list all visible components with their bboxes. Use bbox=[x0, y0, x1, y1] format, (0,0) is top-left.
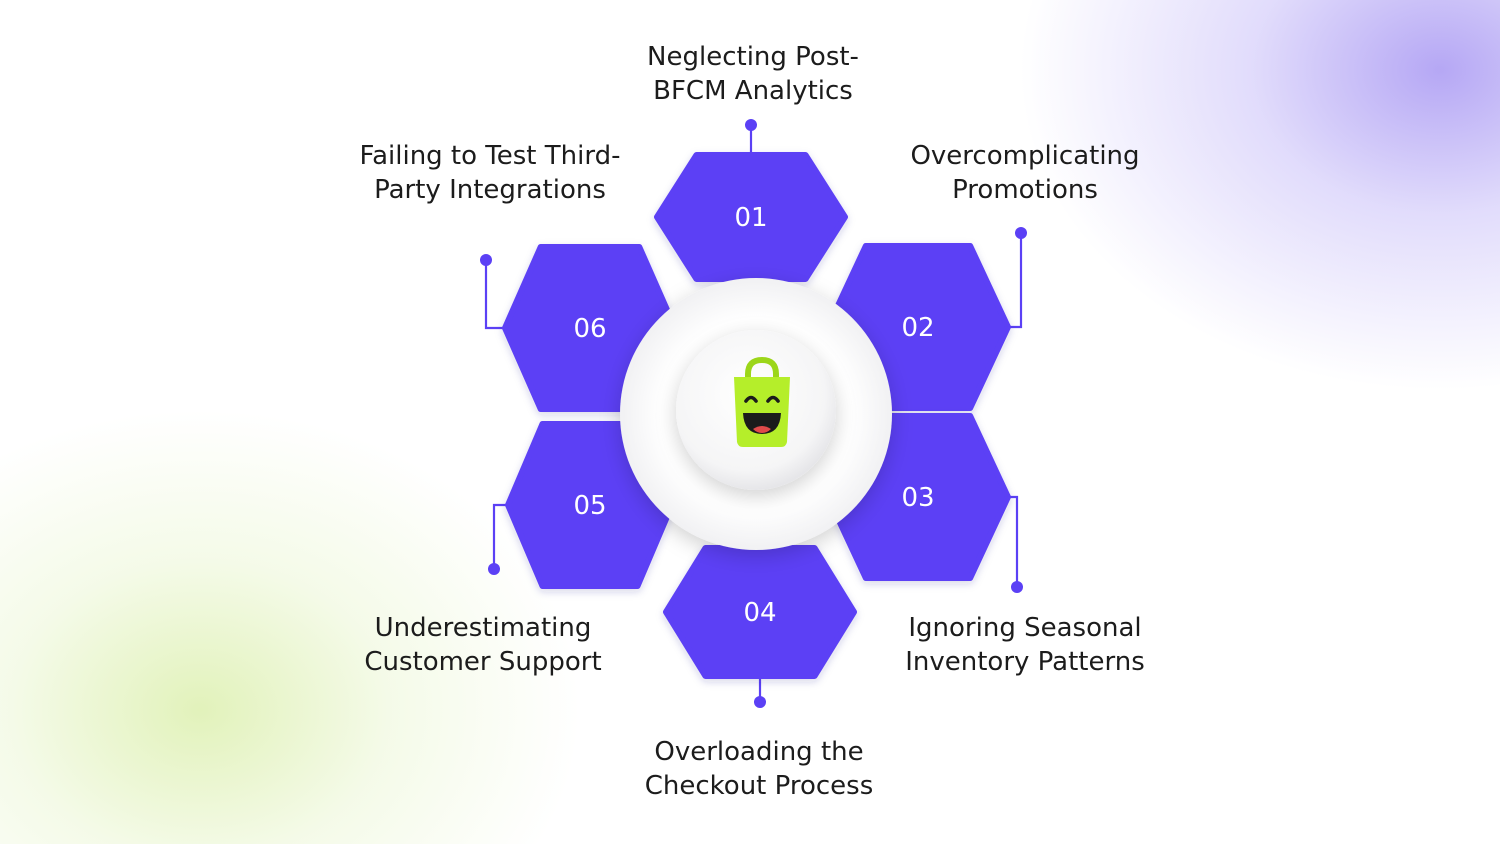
connector-dot-05 bbox=[488, 563, 500, 575]
hexagon-01 bbox=[654, 152, 848, 282]
hexagon-number-01: 01 bbox=[734, 203, 767, 233]
hexagon-number-04: 04 bbox=[743, 598, 776, 628]
label-item-05-line2: Customer Support bbox=[364, 647, 602, 677]
label-item-03: Ignoring Seasonal Inventory Patterns bbox=[865, 611, 1185, 679]
label-item-01: Neglecting Post- BFCM Analytics bbox=[593, 40, 913, 108]
label-item-05-line1: Underestimating bbox=[374, 613, 592, 643]
connector-dot-06 bbox=[480, 254, 492, 266]
label-item-01-line1: Neglecting Post- bbox=[647, 42, 859, 72]
label-item-02-line1: Overcomplicating bbox=[910, 141, 1140, 171]
label-item-04-line2: Checkout Process bbox=[644, 771, 874, 801]
hexagon-number-02: 02 bbox=[901, 313, 934, 343]
connector-dot-03 bbox=[1011, 581, 1023, 593]
label-item-03-line1: Ignoring Seasonal bbox=[908, 613, 1142, 643]
label-item-01-line2: BFCM Analytics bbox=[653, 76, 853, 106]
label-item-04-line1: Overloading the bbox=[654, 737, 864, 767]
connector-line-03 bbox=[1008, 495, 1019, 587]
connector-line-05 bbox=[492, 503, 508, 569]
connector-line-06 bbox=[484, 260, 505, 330]
hexagon-number-05: 05 bbox=[573, 491, 606, 521]
hexagon-number-06: 06 bbox=[573, 314, 606, 344]
connector-dot-01 bbox=[745, 119, 757, 131]
connector-dot-02 bbox=[1015, 227, 1027, 239]
label-item-06-line2: Party Integrations bbox=[374, 175, 606, 205]
label-item-02-line2: Promotions bbox=[952, 175, 1098, 205]
hexagon-number-03: 03 bbox=[901, 483, 934, 513]
label-item-03-line2: Inventory Patterns bbox=[905, 647, 1145, 677]
label-item-06: Failing to Test Third- Party Integration… bbox=[330, 139, 650, 207]
label-item-05: Underestimating Customer Support bbox=[323, 611, 643, 679]
smiling-shopping-bag-icon bbox=[734, 356, 790, 447]
label-item-06-line1: Failing to Test Third- bbox=[359, 141, 621, 171]
label-item-02: Overcomplicating Promotions bbox=[865, 139, 1185, 207]
connector-dot-04 bbox=[754, 696, 766, 708]
hexagon-04 bbox=[663, 545, 857, 679]
connector-line-02 bbox=[1008, 233, 1023, 329]
label-item-04: Overloading the Checkout Process bbox=[599, 735, 919, 803]
